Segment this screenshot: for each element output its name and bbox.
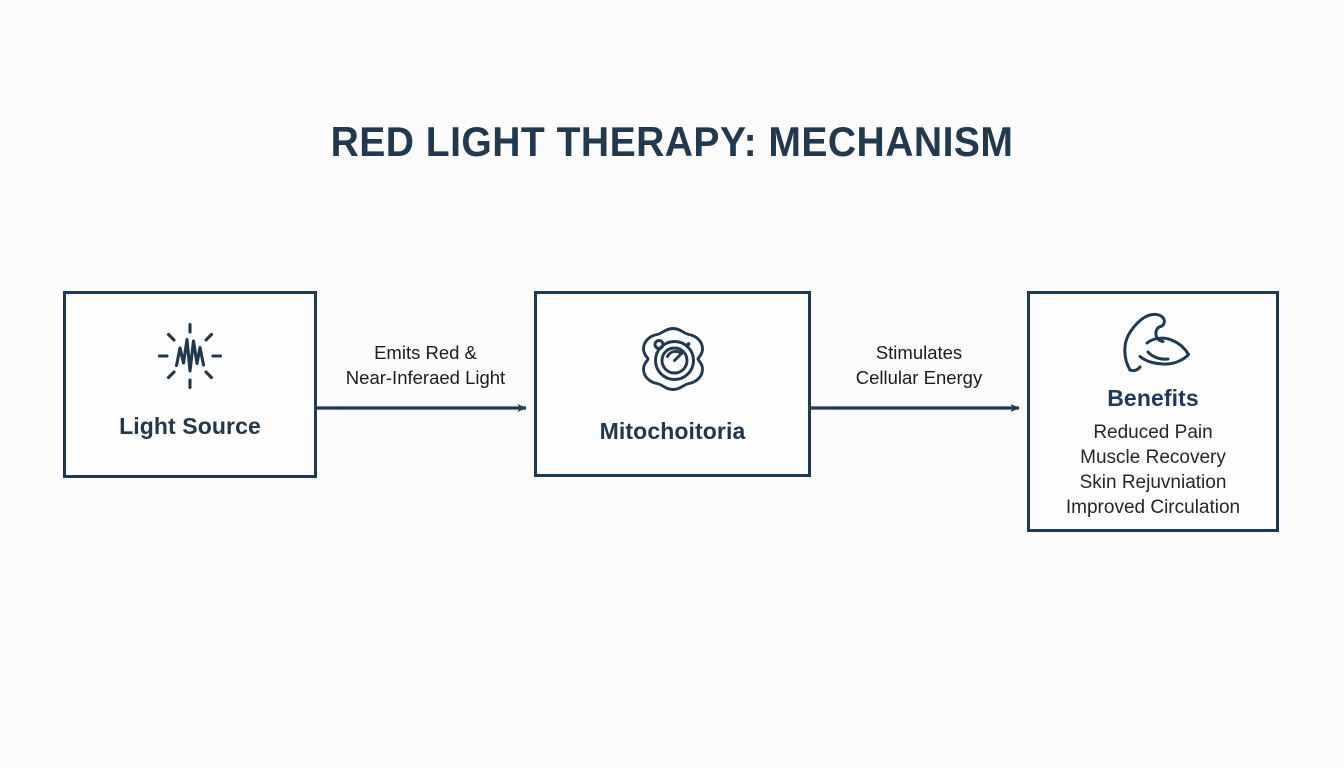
- arrow-label-emits-red-light: Emits Red & Near-Inferaed Light: [317, 340, 534, 390]
- flexed-bicep-icon: [1112, 310, 1194, 376]
- page-title: RED LIGHT THERAPY: MECHANISM: [330, 118, 1014, 165]
- benefits-list: Reduced Pain Muscle Recovery Skin Rejuvn…: [1066, 420, 1240, 520]
- list-item: Reduced Pain: [1093, 422, 1213, 443]
- node-benefits[interactable]: Benefits Reduced Pain Muscle Recovery Sk…: [1027, 291, 1279, 532]
- list-item: Muscle Recovery: [1080, 447, 1226, 468]
- node-mitochondria[interactable]: Mitochoitoria: [534, 291, 811, 477]
- node-light-source[interactable]: Light Source: [63, 291, 317, 478]
- light-rays-waveform-icon: [151, 321, 229, 391]
- arrow-label-line-1: Emits Red &: [374, 342, 477, 363]
- list-item: Improved Circulation: [1065, 497, 1241, 518]
- node-label-benefits: Benefits: [1107, 385, 1199, 411]
- arrow-label-line-2: Near-Inferaed Light: [345, 367, 506, 388]
- node-label-mitochondria: Mitochoitoria: [599, 418, 746, 444]
- arrow-label-stimulates-cellular-energy: Stimulates Cellular Energy: [811, 340, 1027, 390]
- arrow-label-line-1: Stimulates: [875, 342, 963, 363]
- mitochondria-cell-icon: [636, 322, 710, 396]
- node-label-light-source: Light Source: [119, 413, 261, 439]
- arrow-label-line-2: Cellular Energy: [855, 367, 983, 388]
- list-item: Skin Rejuvniation: [1079, 472, 1227, 493]
